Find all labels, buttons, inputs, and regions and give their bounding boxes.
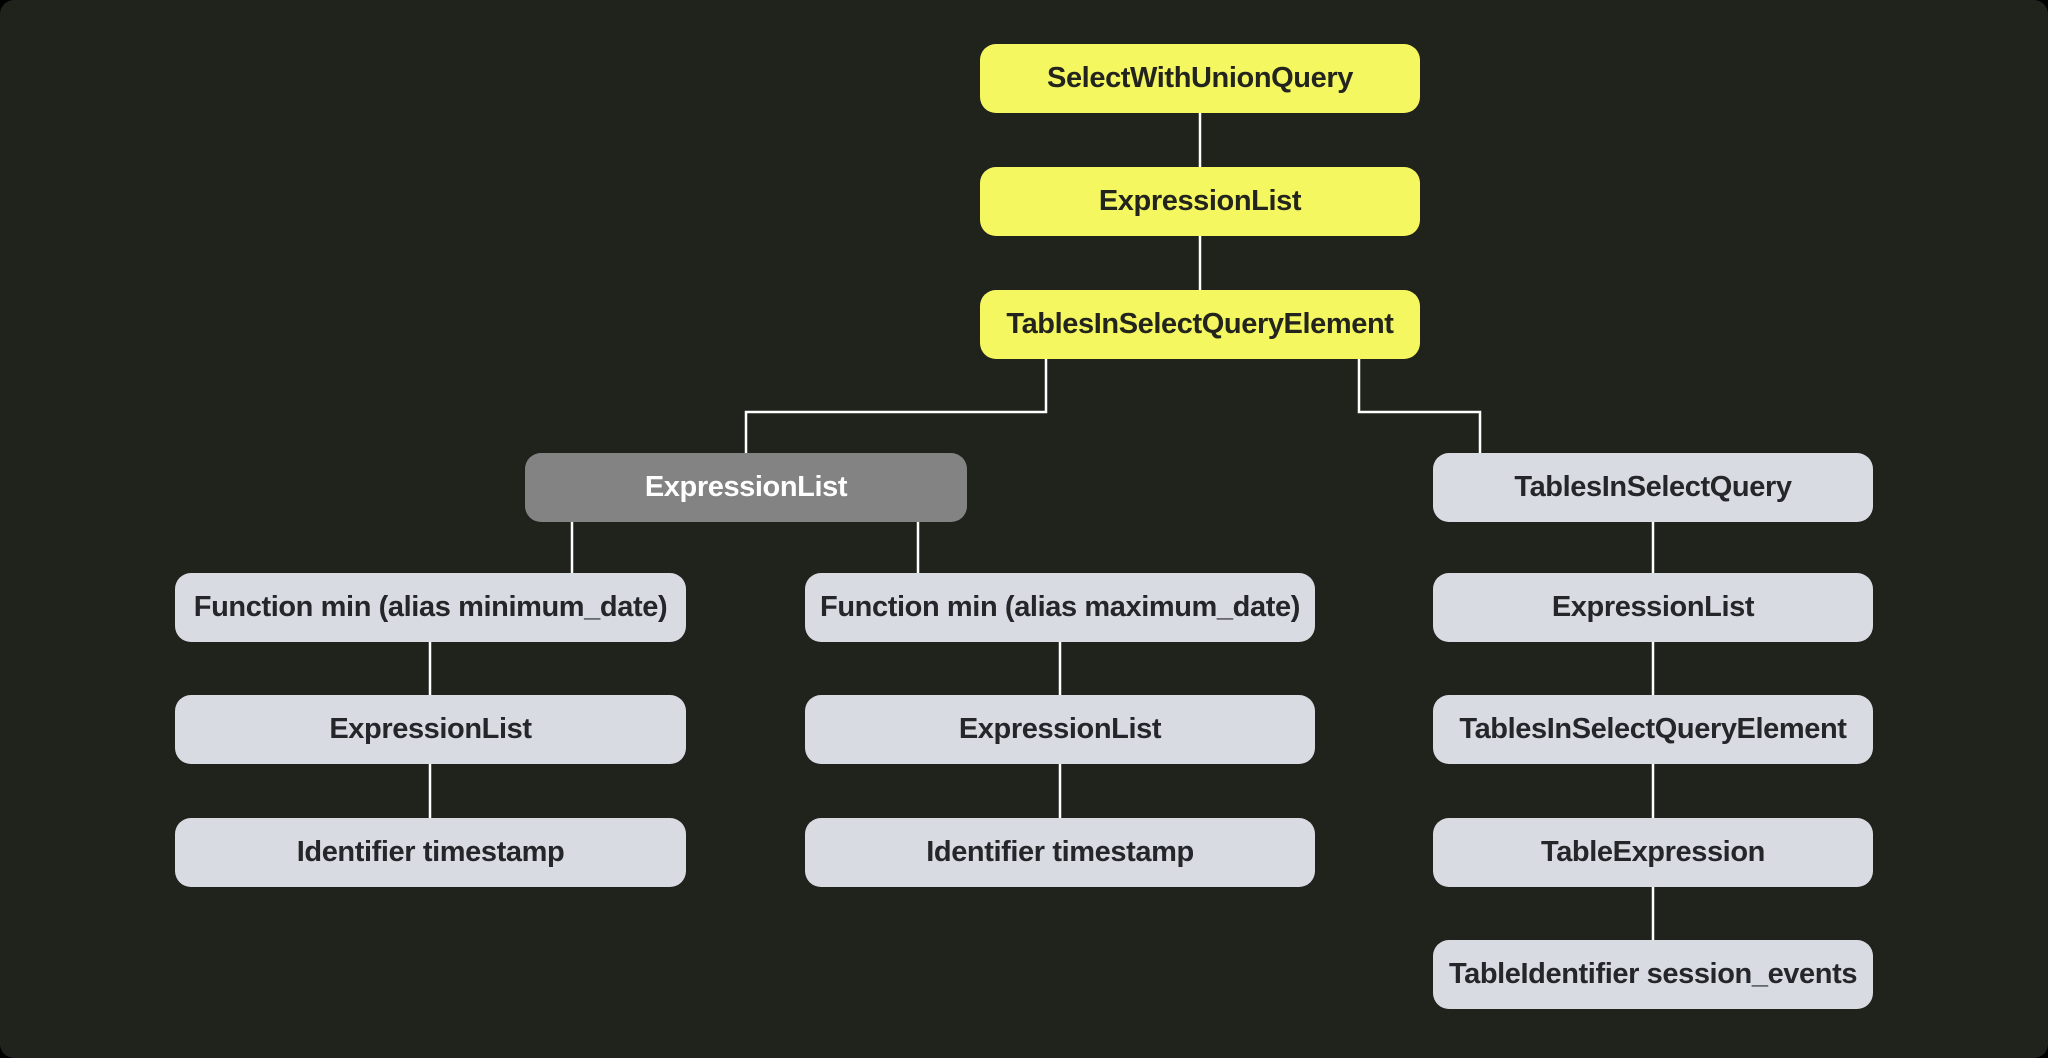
node-identifier-timestamp-left[interactable]: Identifier timestamp [175,818,686,887]
edge-tablesinselectqueryelement-expressionlist [744,359,1048,453]
node-tables-in-select-query-element[interactable]: TablesInSelectQueryElement [980,290,1420,359]
node-expression-list-top[interactable]: ExpressionList [980,167,1420,236]
node-identifier-timestamp-mid[interactable]: Identifier timestamp [805,818,1315,887]
node-table-expression[interactable]: TableExpression [1433,818,1873,887]
node-expression-list-selected[interactable]: ExpressionList [525,453,967,522]
node-select-with-union-query[interactable]: SelectWithUnionQuery [980,44,1420,113]
node-tables-in-select-query-element-2[interactable]: TablesInSelectQueryElement [1433,695,1873,764]
node-function-min-minimum-date[interactable]: Function min (alias minimum_date) [175,573,686,642]
node-function-min-maximum-date[interactable]: Function min (alias maximum_date) [805,573,1315,642]
node-table-identifier-session-events[interactable]: TableIdentifier session_events [1433,940,1873,1009]
edge-tablesinselectqueryelement-tablesinselectquery [1357,359,1482,453]
node-expression-list-right[interactable]: ExpressionList [1433,573,1873,642]
node-expression-list-mid[interactable]: ExpressionList [805,695,1315,764]
node-expression-list-left[interactable]: ExpressionList [175,695,686,764]
node-tables-in-select-query[interactable]: TablesInSelectQuery [1433,453,1873,522]
